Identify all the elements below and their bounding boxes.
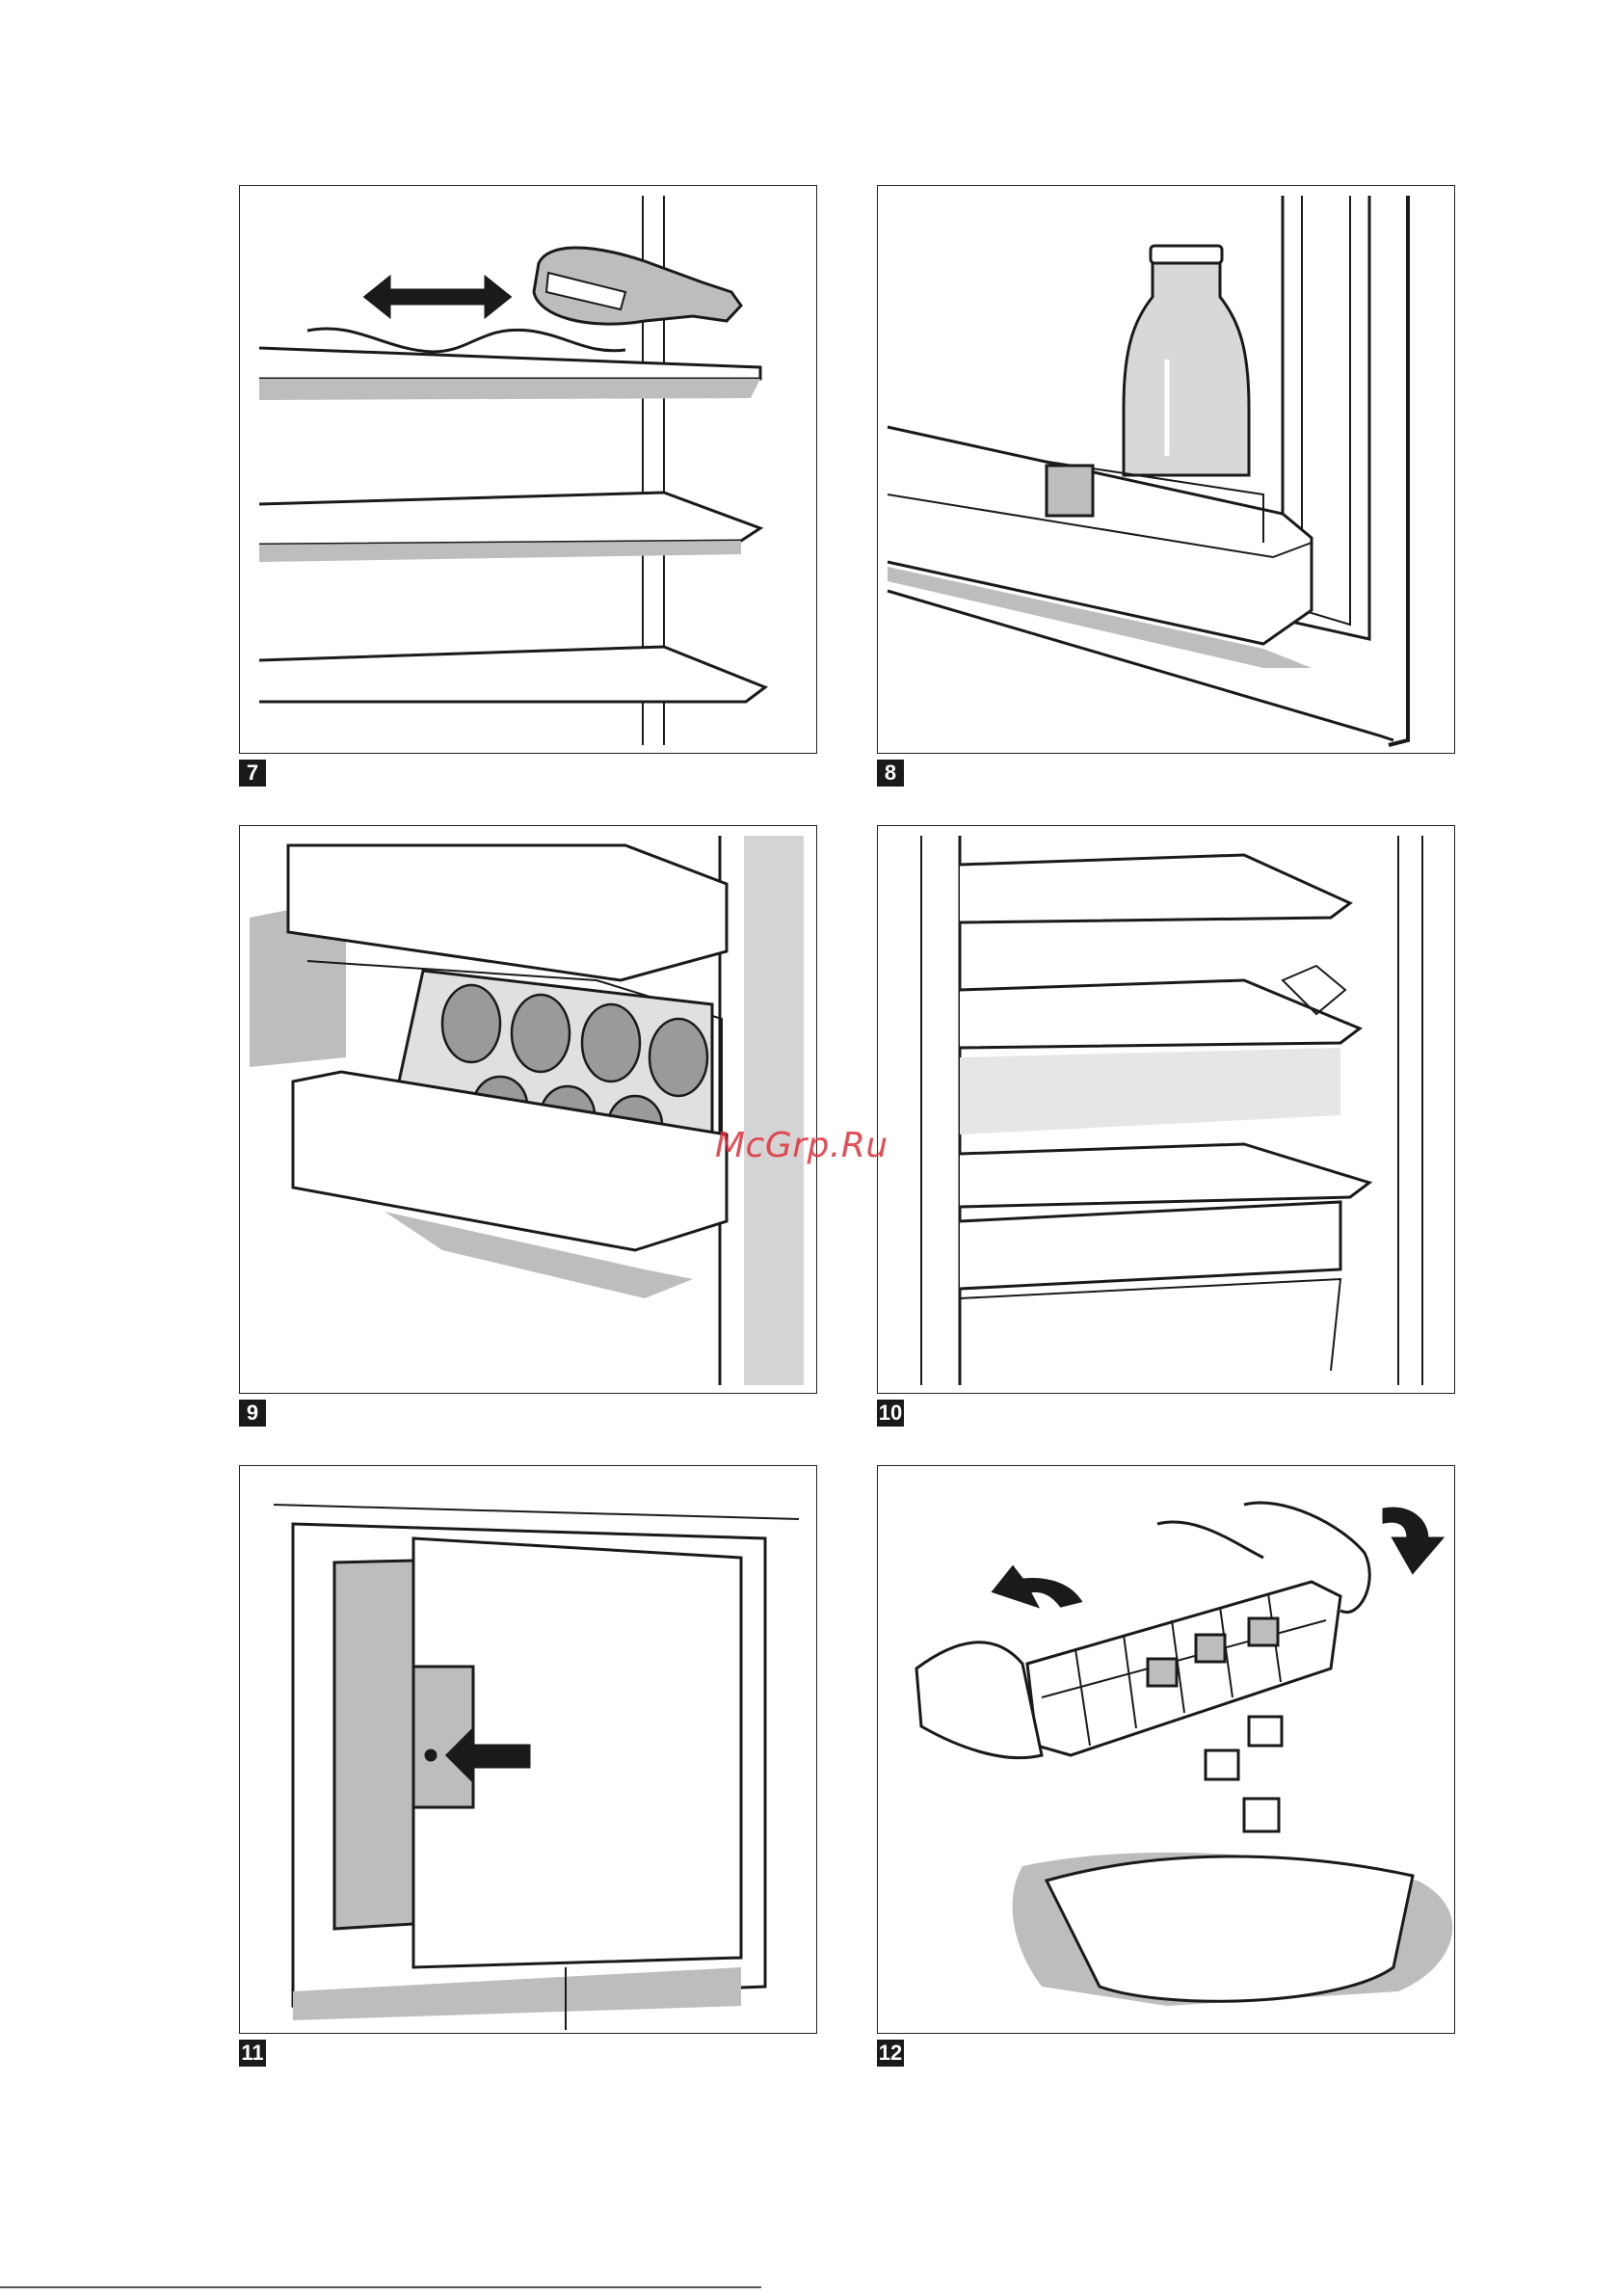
figure-7-panel [239,185,817,754]
door-bottle-shelf-illustration [878,186,1455,754]
watermark-text: McGrp.Ru [715,1126,927,1174]
figure-12-panel [877,1465,1455,2034]
freezer-door-illustration [240,1466,817,2034]
figure-9-panel [239,825,817,1394]
figure-7-label: 7 [239,760,266,787]
figure-8-panel [877,185,1455,754]
shelves-drawer-illustration [878,826,1455,1394]
footer-rule [0,2286,761,2288]
figure-9-label: 9 [239,1400,266,1427]
egg-tray-illustration [240,826,817,1394]
figure-10-panel [877,825,1455,1394]
figure-10-label: 10 [877,1400,904,1427]
wine-rack-illustration [240,186,817,754]
figure-12-label: 12 [877,2040,904,2067]
figure-11-label: 11 [239,2040,266,2067]
figure-11-panel [239,1465,817,2034]
ice-cube-tray-illustration [878,1466,1455,2034]
figure-8-label: 8 [877,760,904,787]
